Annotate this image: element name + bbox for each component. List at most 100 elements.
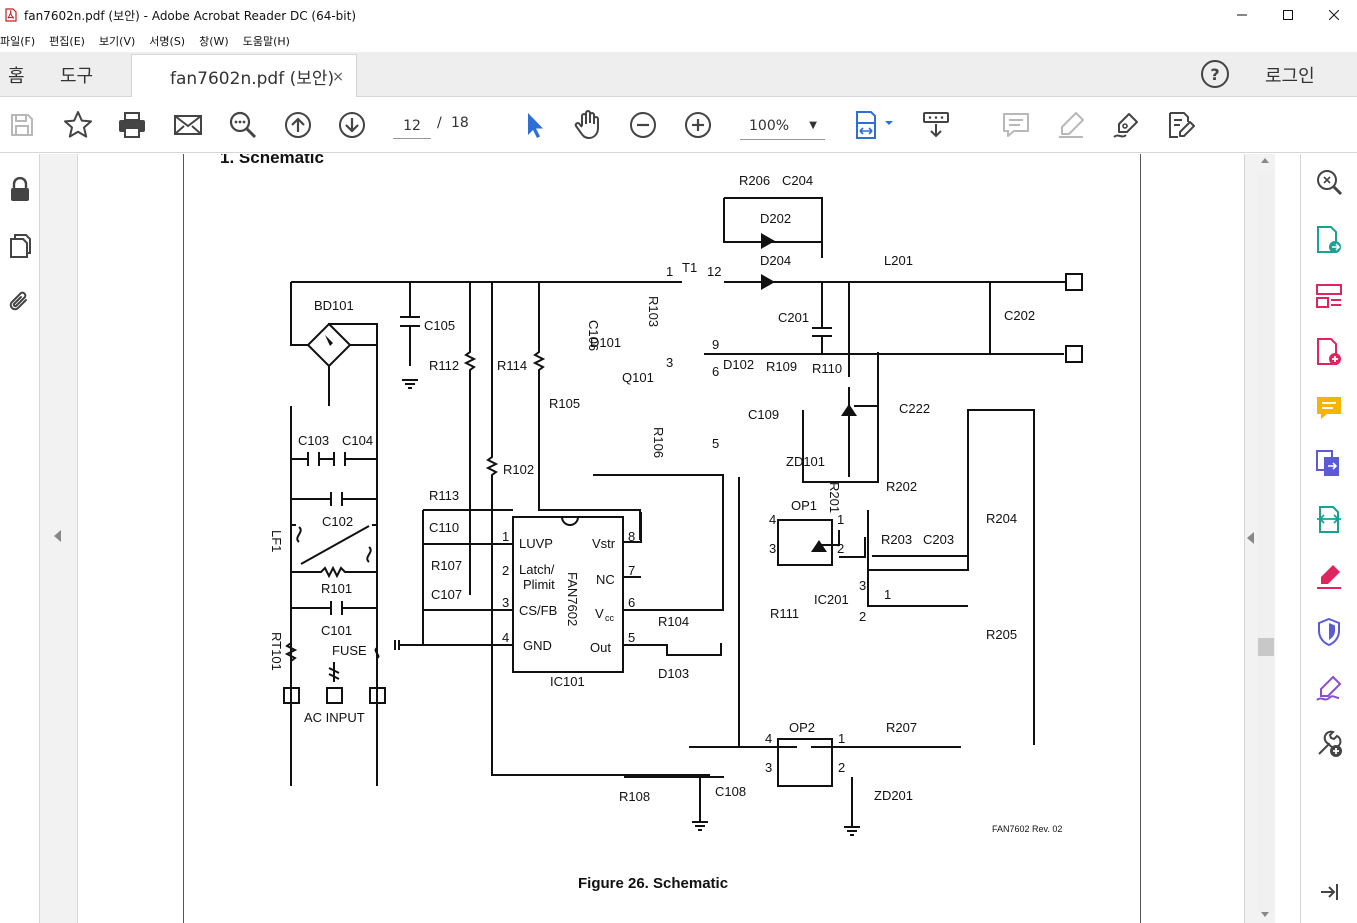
- attachments-paperclip-icon[interactable]: [6, 288, 34, 316]
- label-c105: C105: [424, 318, 455, 333]
- left-panel-collapse-strip[interactable]: [40, 154, 78, 923]
- tab-tools[interactable]: 도구: [60, 65, 94, 87]
- page-separator: /: [437, 115, 442, 131]
- label-r114: R114: [497, 358, 527, 373]
- search-zoom-icon[interactable]: [1313, 166, 1345, 198]
- window-title: fan7602n.pdf (보안) - Adobe Acrobat Reader…: [24, 8, 357, 23]
- scroll-mode-icon[interactable]: [918, 107, 954, 143]
- scroll-up-arrow-icon[interactable]: [1261, 158, 1269, 163]
- label-ic-plimit: Plimit: [523, 577, 555, 592]
- expand-right-panel-arrow-icon[interactable]: [1247, 532, 1254, 544]
- menu-view[interactable]: 보기(V): [98, 35, 136, 48]
- scrollbar-track[interactable]: [1257, 172, 1274, 912]
- edit-pdf-icon[interactable]: [1313, 504, 1345, 536]
- login-button[interactable]: 로그인: [1265, 66, 1315, 87]
- label-op1-pin4: 4: [769, 512, 776, 527]
- find-zoom-icon[interactable]: [225, 107, 261, 143]
- send-for-signature-icon[interactable]: [1313, 672, 1345, 704]
- lock-icon[interactable]: [6, 176, 34, 204]
- label-ic-csfb: CS/FB: [519, 603, 557, 618]
- menu-sign[interactable]: 서명(S): [149, 35, 186, 48]
- page-total: 18: [451, 115, 469, 131]
- zoom-in-icon[interactable]: [680, 107, 716, 143]
- vertical-scrollbar[interactable]: [1244, 154, 1275, 923]
- acrobat-icon: [4, 7, 18, 23]
- label-t1-pin1: 1: [666, 264, 673, 279]
- next-page-icon[interactable]: [334, 107, 370, 143]
- label-ic-nc: NC: [596, 572, 615, 587]
- label-r105: R105: [549, 396, 580, 411]
- label-t1: T1: [682, 260, 697, 275]
- comment-tool-icon[interactable]: [1313, 392, 1345, 424]
- organize-pages-icon[interactable]: [1313, 280, 1345, 312]
- tab-home[interactable]: 홈: [8, 65, 25, 87]
- scrollbar-thumb[interactable]: [1258, 638, 1274, 656]
- label-ic-pin7: 7: [628, 563, 635, 578]
- label-ic-pin4: 4: [502, 630, 509, 645]
- maximize-button[interactable]: [1265, 0, 1311, 30]
- tab-document[interactable]: fan7602n.pdf (보안) ×: [131, 54, 357, 98]
- zoom-level-select[interactable]: 100% ▼: [740, 112, 825, 140]
- fill-sign-icon[interactable]: [1163, 107, 1199, 143]
- close-tab-icon[interactable]: ×: [332, 68, 344, 85]
- label-zd201: ZD201: [874, 788, 913, 803]
- label-c201: C201: [778, 310, 809, 325]
- close-button[interactable]: [1311, 0, 1357, 30]
- label-ic-pin3: 3: [502, 595, 509, 610]
- highlight-pen-icon[interactable]: [1053, 107, 1089, 143]
- select-pointer-icon[interactable]: [516, 107, 552, 143]
- label-t1-pin12: 12: [707, 264, 721, 279]
- page-number-input[interactable]: 12: [393, 113, 431, 139]
- label-r202: R202: [886, 479, 917, 494]
- label-op2-pin1: 1: [838, 731, 845, 746]
- collapse-left-arrow-icon[interactable]: [54, 530, 61, 542]
- menu-file[interactable]: 파일(F): [0, 35, 36, 48]
- collapse-tools-pane-icon[interactable]: [1313, 876, 1345, 908]
- schematic-diagram: BD101 C105 R112 R114 C106 R103 D101 T1 1…: [269, 173, 1083, 836]
- label-zd101: ZD101: [786, 454, 825, 469]
- minimize-button[interactable]: [1219, 0, 1265, 30]
- label-c107: C107: [431, 587, 462, 602]
- label-ic-pin1: 1: [502, 529, 509, 544]
- label-r101: R101: [321, 581, 352, 596]
- help-icon[interactable]: ?: [1201, 60, 1229, 88]
- menu-help[interactable]: 도움말(H): [242, 35, 290, 48]
- page-thumbnails-icon[interactable]: [6, 232, 34, 260]
- label-r106: R106: [651, 427, 666, 458]
- label-c103: C103: [298, 433, 329, 448]
- more-tools-icon[interactable]: [1313, 728, 1345, 760]
- label-ic-vcc-sub: cc: [605, 613, 615, 623]
- tab-document-label: fan7602n.pdf (보안): [170, 69, 335, 89]
- save-icon[interactable]: [4, 107, 40, 143]
- menu-window[interactable]: 창(W): [199, 35, 229, 48]
- print-icon[interactable]: [114, 107, 150, 143]
- scroll-down-arrow-icon[interactable]: [1261, 912, 1269, 917]
- menu-edit[interactable]: 편집(E): [49, 35, 85, 48]
- export-pdf-icon[interactable]: [1313, 224, 1345, 256]
- label-rt101: RT101: [269, 632, 284, 671]
- label-c108: C108: [715, 784, 746, 799]
- combine-files-icon[interactable]: [1313, 448, 1345, 480]
- previous-page-icon[interactable]: [280, 107, 316, 143]
- fill-and-sign-icon[interactable]: [1313, 560, 1345, 592]
- comment-icon[interactable]: [998, 107, 1034, 143]
- label-ic101: IC101: [550, 674, 585, 689]
- right-tools-panel: [1300, 154, 1357, 923]
- hand-tool-icon[interactable]: [570, 107, 606, 143]
- zoom-out-icon[interactable]: [625, 107, 661, 143]
- label-op2-pin4: 4: [765, 731, 772, 746]
- fit-page-icon[interactable]: [852, 107, 898, 143]
- draw-sign-icon[interactable]: [1108, 107, 1144, 143]
- label-r102: R102: [503, 462, 534, 477]
- document-viewport[interactable]: 1. Schematic: [79, 154, 1244, 923]
- protect-shield-icon[interactable]: [1313, 616, 1345, 648]
- label-op1-pin1: 1: [837, 512, 844, 527]
- label-r204: R204: [986, 511, 1017, 526]
- label-d202: D202: [760, 211, 791, 226]
- label-r107: R107: [431, 558, 462, 573]
- label-r112: R112: [429, 358, 459, 373]
- email-icon[interactable]: [170, 107, 206, 143]
- label-c104: C104: [342, 433, 373, 448]
- bookmark-star-icon[interactable]: [60, 107, 96, 143]
- create-pdf-icon[interactable]: [1313, 336, 1345, 368]
